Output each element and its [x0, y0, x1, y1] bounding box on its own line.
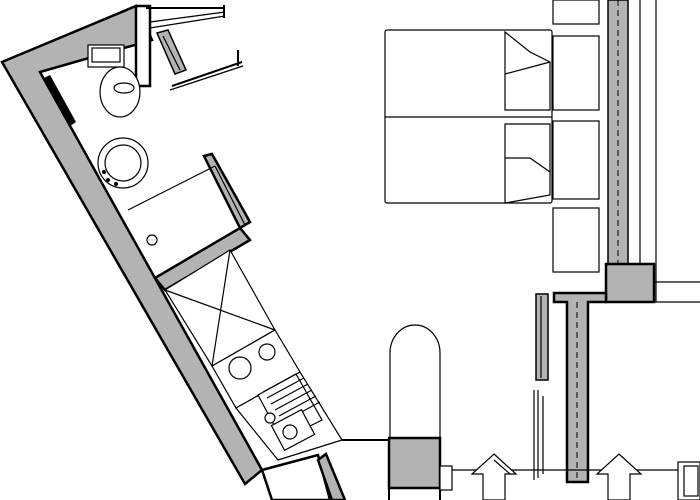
- entrance-door[interactable]: [677, 461, 700, 500]
- bathroom-east-wall: [134, 4, 152, 88]
- entrance-arrow-2: [595, 453, 643, 500]
- bathroom-door[interactable]: [146, 5, 244, 91]
- washbasin: [97, 137, 149, 189]
- east-wall: [604, 0, 700, 304]
- armchair: [389, 324, 441, 439]
- kitchen-bath-divider: [153, 226, 252, 292]
- toilet: [87, 44, 141, 118]
- shower-partition: [127, 152, 252, 246]
- bathroom-door-panel: [155, 29, 188, 75]
- towel-rail: [44, 75, 76, 126]
- kitchen-sink: [235, 371, 343, 461]
- entrance-partition: [260, 439, 390, 500]
- bedside-cabinets: [552, 0, 600, 273]
- entrance-arrow-1: [470, 453, 518, 500]
- refrigerator: [164, 249, 276, 367]
- corridor-wall: [533, 291, 608, 484]
- double-bed: [384, 29, 553, 204]
- wardrobe: [387, 436, 700, 500]
